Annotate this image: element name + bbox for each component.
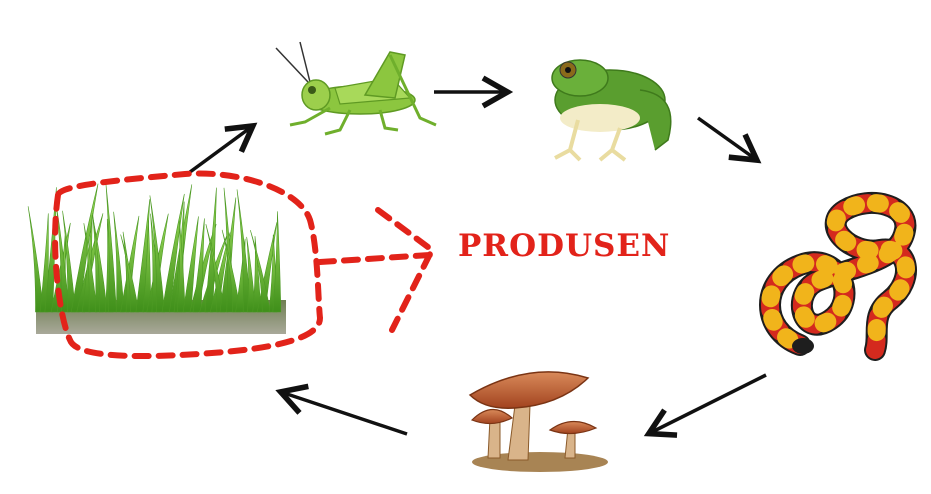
arrow-frog-to-snake: [696, 116, 762, 164]
producer-highlight: [52, 170, 436, 360]
flow-arrows: [188, 75, 767, 438]
highlight-outline: [52, 170, 324, 360]
snake-icon: [759, 191, 917, 361]
grasshopper-icon: [275, 41, 437, 136]
grass-blade: [149, 195, 165, 313]
arrow-mushroom-to-grass: [275, 383, 408, 436]
mushroom-icon: [468, 371, 608, 472]
grass-blade: [221, 229, 241, 313]
grass-blade: [113, 211, 125, 313]
frog-icon: [551, 59, 672, 162]
highlight-pointer: [317, 207, 436, 333]
grass-blade: [83, 223, 98, 313]
grass-blade: [192, 218, 205, 313]
grass-blade: [93, 220, 108, 313]
grass-blade: [272, 211, 282, 313]
grass-blade: [27, 206, 44, 313]
grass-blade: [62, 210, 76, 313]
grass-blade: [176, 220, 186, 313]
grass-blade: [250, 230, 271, 313]
grass-blade: [182, 216, 199, 313]
grass-blade: [120, 234, 140, 313]
grass-icon: [27, 183, 286, 334]
grass-blade: [161, 193, 185, 313]
grass-blade: [44, 187, 57, 313]
arrow-snake-to-mushroom: [643, 373, 767, 438]
grass-blade: [205, 224, 226, 313]
grass-blade: [204, 187, 217, 313]
producer-label: PRODUSEN: [458, 228, 671, 264]
arrow-grass-to-grasshopper: [188, 122, 258, 174]
grass-blade: [70, 183, 99, 313]
